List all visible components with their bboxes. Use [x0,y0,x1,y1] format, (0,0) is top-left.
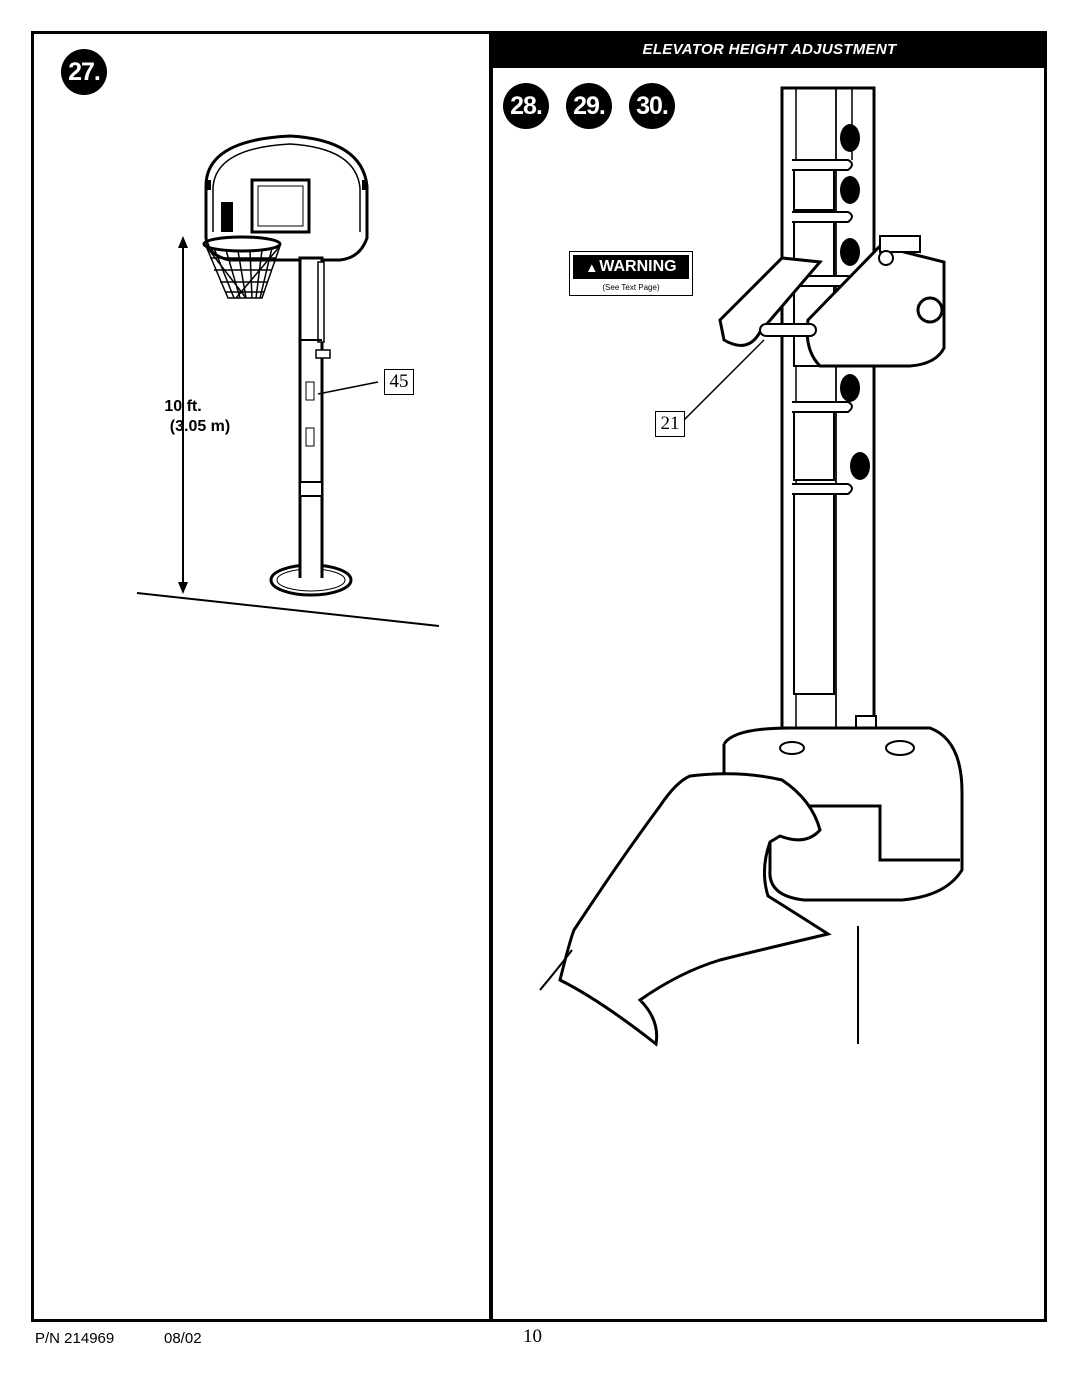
warning-title: WARNING [599,258,677,275]
hand [558,772,832,1047]
part-callout-45: 45 [384,369,414,395]
callout-number: 45 [389,371,409,392]
section-header: ELEVATOR HEIGHT ADJUSTMENT [493,32,1046,66]
warning-header: ▲ WARNING [573,255,689,279]
part-number: P/N 214969 [35,1330,115,1347]
callout-number: 21 [660,413,680,434]
ground-line [136,592,440,627]
step-badge-29: 29. [566,83,612,129]
page-number: 10 [523,1326,542,1347]
step-number: 29. [573,91,606,120]
warning-subtext: (See Text Page) [602,283,660,292]
elevator-post-illustration [539,86,964,1047]
backboard-target-square [250,178,311,234]
step-badge-28: 28. [503,83,549,129]
revision-date: 08/02 [164,1330,202,1347]
header-rule [493,66,1046,68]
rim [202,235,282,253]
warning-label: ▲ WARNING (See Text Page) [569,251,693,296]
part-callout-21: 21 [655,411,685,437]
step-number: 27. [68,57,101,86]
step-number: 28. [510,91,543,120]
height-label-m: (3.05 m) [169,418,231,435]
step-badge-30: 30. [629,83,675,129]
nba-logo [221,202,233,232]
step-badge-27: 27. [61,49,107,95]
warning-triangle-icon: ▲ [585,259,599,275]
net [205,245,281,299]
section-title: ELEVATOR HEIGHT ADJUSTMENT [642,40,897,58]
height-label-ft: 10 ft. [164,398,202,415]
step-number: 30. [636,91,669,120]
panel-divider [489,31,493,1322]
